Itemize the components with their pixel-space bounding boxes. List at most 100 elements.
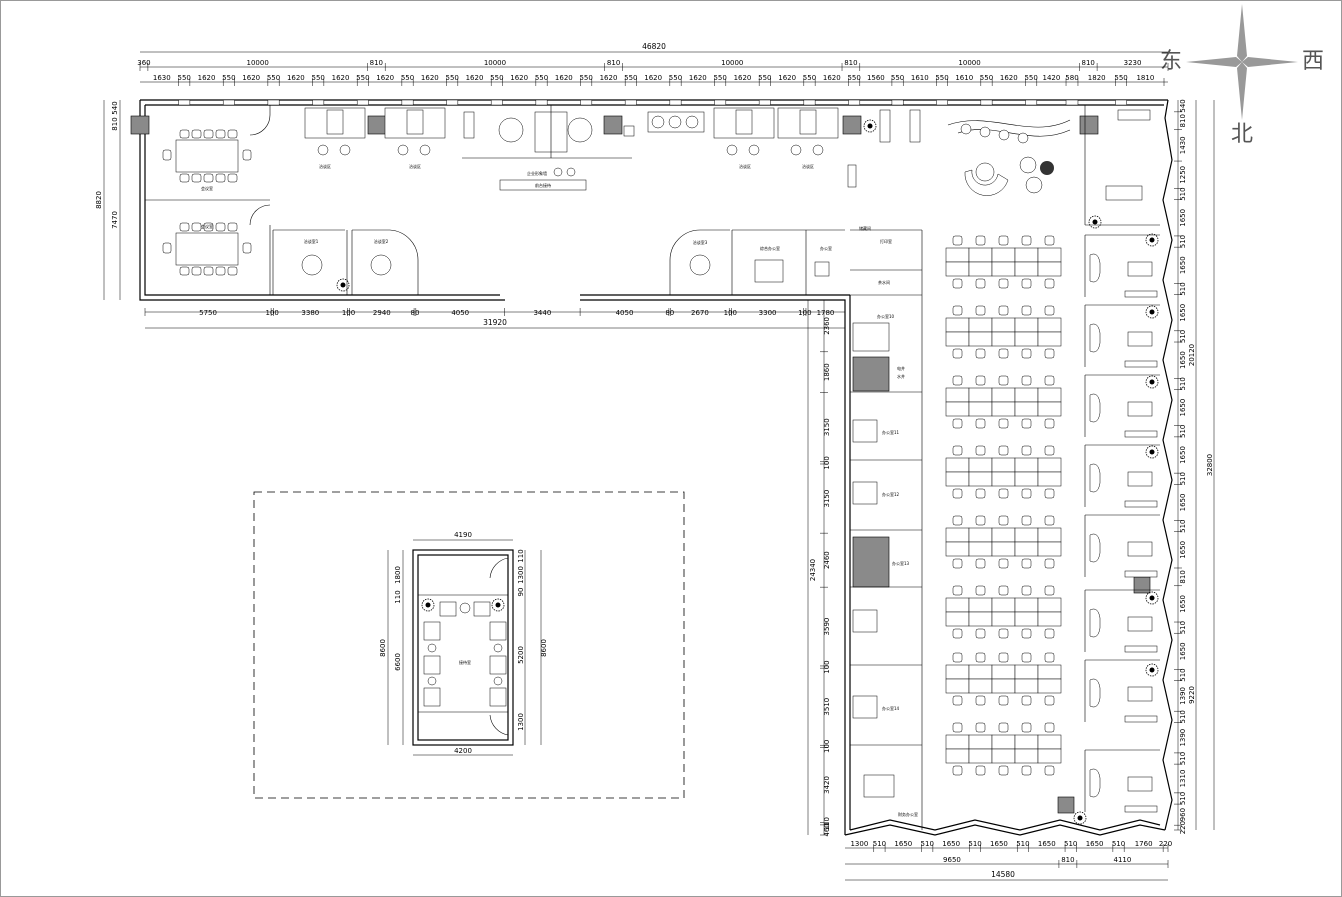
window (803, 99, 816, 106)
dim-bottom-label: 220 (1159, 840, 1172, 848)
cabinet (1124, 645, 1158, 653)
desk (991, 664, 1016, 680)
window (758, 99, 771, 106)
dim-right-label: 220 (1179, 821, 1187, 834)
dim-right-label: 810 (1179, 570, 1187, 583)
room-label-electrical: 电井 (897, 365, 905, 371)
dim-top-minor-label: 550 (222, 74, 235, 82)
desk (968, 734, 993, 750)
dim-top-minor-label: 1620 (734, 74, 752, 82)
chair (1044, 235, 1055, 246)
dim-right-label: 1650 (1179, 494, 1187, 512)
desk (1037, 678, 1062, 694)
desk (968, 457, 993, 473)
room-label-office11: 办公室11 (882, 429, 900, 435)
dim-mid-label: 100 (798, 309, 811, 317)
desk (991, 597, 1016, 613)
chair (1021, 348, 1032, 359)
chair (1044, 628, 1055, 639)
desk (968, 597, 993, 613)
dim-bottom-label: 1650 (1038, 840, 1056, 848)
chair (1044, 695, 1055, 706)
label-front-desk: 前台接待 (535, 182, 551, 188)
chair (975, 488, 986, 499)
chair (952, 348, 963, 359)
cabinet (1124, 290, 1158, 298)
chair (1021, 235, 1032, 246)
dim-top-minor-label: 1620 (198, 74, 216, 82)
south-wing-vertical-dims: 24340 2360186031501003150246035901003510… (807, 300, 831, 837)
desk (1037, 611, 1062, 627)
room-label-office-small: 办公室 (820, 245, 832, 251)
dim-right-label: 1650 (1179, 541, 1187, 559)
dim-right-label: 1650 (1179, 209, 1187, 227)
dim-vert-label: 460 (823, 823, 831, 836)
dim-mid-label: 3300 (759, 309, 777, 317)
dim-right-lower: 9220 (1188, 686, 1196, 704)
chair (975, 348, 986, 359)
dim-right-label: 510 (1179, 621, 1187, 634)
sofa (1089, 323, 1101, 353)
dim-top-minor-label: 550 (1024, 74, 1037, 82)
chair (998, 695, 1009, 706)
dim-vert-label: 3510 (823, 698, 831, 716)
window (1115, 99, 1127, 106)
chair (975, 765, 986, 776)
chair (975, 652, 986, 663)
chair (975, 585, 986, 596)
chair (952, 278, 963, 289)
room-label-tea: 茶水间 (878, 279, 890, 285)
desk (1037, 317, 1062, 333)
inset-dim-right-small: 110 (517, 549, 525, 562)
chair (952, 235, 963, 246)
chair (242, 242, 252, 254)
room-label-lounge1: 洽谈区 (319, 163, 331, 169)
chair (998, 375, 1009, 386)
chair (203, 173, 214, 183)
dim-top-major-label: 10000 (958, 59, 980, 67)
cabinet (1124, 715, 1158, 723)
window (356, 99, 369, 106)
desk (968, 401, 993, 417)
dim-bottom-label: 1650 (1086, 840, 1104, 848)
plant (863, 119, 877, 133)
armchair (790, 144, 802, 156)
chair (952, 558, 963, 569)
dim-top-minor-label: 1620 (376, 74, 394, 82)
east-offices (1084, 105, 1160, 813)
chair (975, 375, 986, 386)
window (936, 99, 948, 106)
room-label-reception-c: 洽谈室3 (693, 239, 708, 245)
desk (991, 247, 1016, 263)
window (446, 99, 459, 106)
desk (945, 457, 970, 473)
lounge-sofas (304, 107, 839, 156)
room-label-meeting2: 会议室 (201, 223, 213, 229)
dim-mid-label: 100 (266, 309, 279, 317)
desk (968, 664, 993, 680)
armchair (419, 144, 431, 156)
dim-right-outer: 32800 (1206, 454, 1214, 476)
room-label-office-shared: 综合办公室 (760, 245, 780, 251)
dim-top-minor-label: 1620 (421, 74, 439, 82)
desk (991, 387, 1016, 403)
dim-top-minor-label: 550 (980, 74, 993, 82)
chair (1044, 278, 1055, 289)
dim-top-major-label: 810 (370, 59, 383, 67)
dim-right-label: 1250 (1179, 166, 1187, 184)
chair (952, 375, 963, 386)
desk (1127, 401, 1153, 417)
chair (998, 235, 1009, 246)
room-label-storage: 储藏间 (859, 225, 871, 231)
cabinet (1124, 500, 1158, 508)
chair (975, 445, 986, 456)
desk (1037, 261, 1062, 277)
dim-mid-label: 1780 (817, 309, 835, 317)
dim-left-top-a: 810 (111, 117, 119, 130)
dim-bottom-label: 1650 (990, 840, 1008, 848)
chair (179, 266, 190, 276)
dim-top-minor-label: 1620 (555, 74, 573, 82)
plant (1088, 215, 1102, 229)
chair (1044, 445, 1055, 456)
